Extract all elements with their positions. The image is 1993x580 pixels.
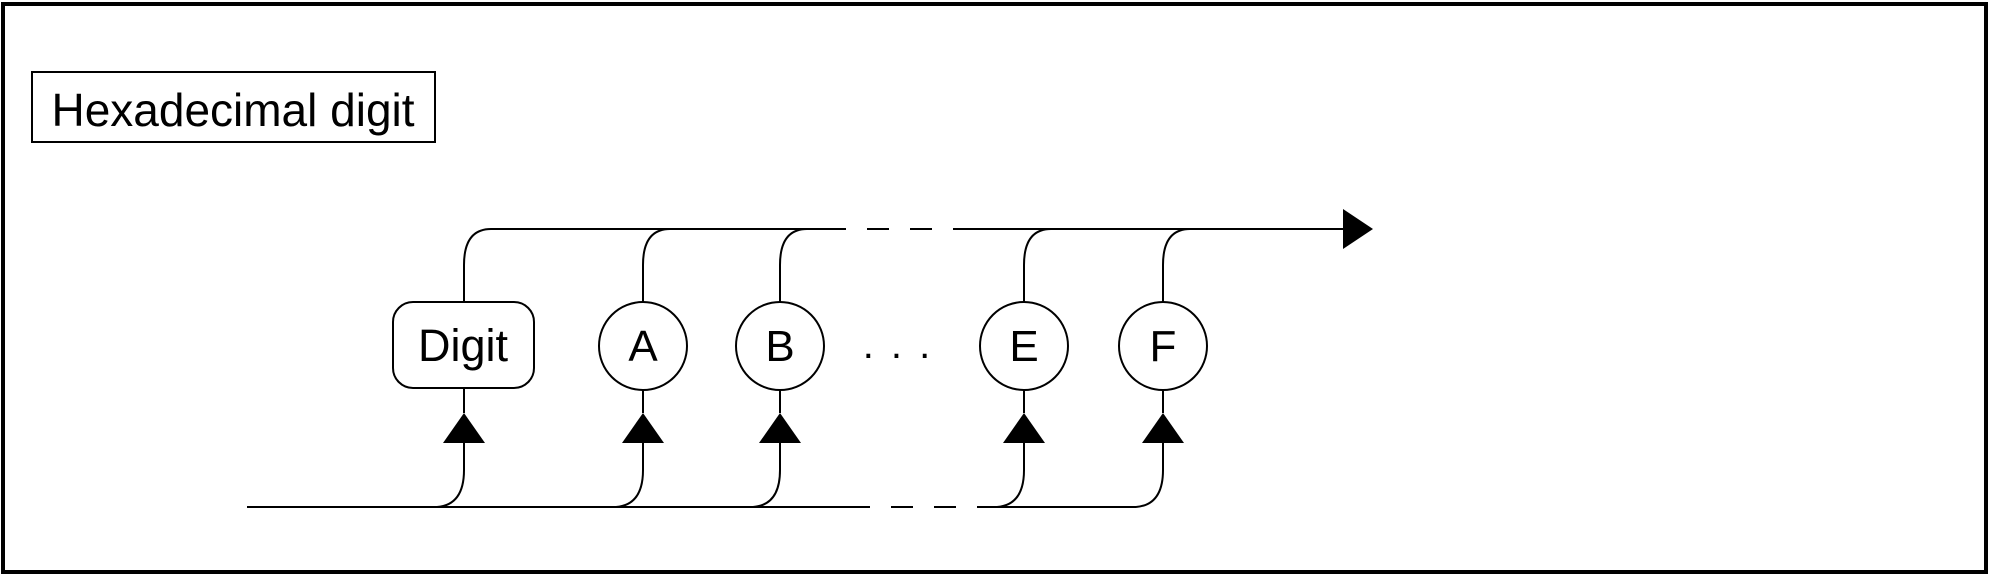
connector-bottom-e (996, 443, 1025, 508)
branch-terminal-f: F (1118, 301, 1208, 391)
connector-top-b (779, 228, 808, 303)
terminal-label: B (765, 322, 794, 371)
connector-top-a (642, 228, 671, 303)
up-arrowhead-icon (1142, 413, 1184, 443)
nonterminal-box (392, 301, 535, 389)
branch-connectors (436, 228, 1191, 508)
diagram-title: Hexadecimal digit (51, 84, 414, 136)
branch-terminal-e: E (979, 301, 1069, 391)
connector-bottom-a (615, 443, 644, 508)
connector-bottom-f (1135, 443, 1164, 508)
nonterminal-label: Digit (418, 320, 509, 371)
terminal-label: F (1150, 322, 1177, 371)
branch-terminal-b: B (735, 301, 825, 391)
up-arrowhead-icon (759, 413, 801, 443)
up-arrowhead-icon (443, 413, 485, 443)
connector-bottom-b (752, 443, 781, 508)
terminal-label: E (1009, 322, 1038, 371)
exit-arrowhead-icon (1343, 209, 1373, 249)
connector-top-f (1162, 228, 1191, 303)
connector-top-digit (463, 228, 492, 303)
terminal-circle (735, 301, 825, 391)
branch-terminal-a: A (598, 301, 688, 391)
branch-digit: Digit (392, 301, 535, 389)
up-arrowhead-icon (1003, 413, 1045, 443)
title-box: Hexadecimal digit (31, 71, 436, 143)
terminal-circle (1118, 301, 1208, 391)
connector-bottom-digit (436, 443, 465, 508)
up-arrowhead-icon (622, 413, 664, 443)
title-box-frame (31, 71, 436, 143)
connector-top-e (1023, 228, 1052, 303)
rails (247, 209, 1373, 508)
ellipsis-dots: . . . (863, 323, 934, 367)
terminal-circle (979, 301, 1069, 391)
terminal-label: A (628, 322, 658, 371)
terminal-circle (598, 301, 688, 391)
